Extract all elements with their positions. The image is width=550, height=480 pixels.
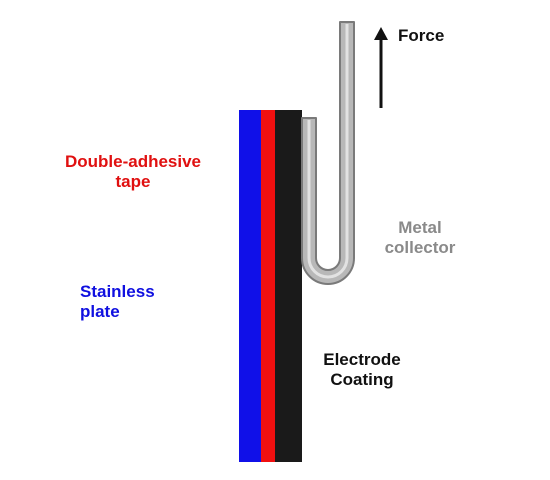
force-label: Force: [398, 26, 444, 46]
electrode-coating-label: Electrode Coating: [314, 350, 410, 390]
double-adhesive-tape-label: Double-adhesive tape: [48, 152, 218, 192]
tape-label-line1: Double-adhesive: [64, 152, 202, 171]
collector-label-line1: Metal: [398, 218, 442, 237]
collector-label-line2: collector: [384, 238, 456, 257]
electrode-coating: [275, 110, 302, 462]
adhesive-tape: [261, 110, 275, 462]
coating-label-line2: Coating: [330, 370, 394, 389]
stainless-plate: [239, 110, 261, 462]
metal-collector-highlight: [307, 24, 349, 279]
force-label-text: Force: [398, 26, 445, 45]
metal-collector: [301, 21, 355, 285]
arrow-up-icon: [374, 27, 388, 108]
stainless-plate-label: Stainless plate: [80, 282, 155, 322]
coating-label-line1: Electrode: [323, 350, 401, 369]
tape-label-line2: tape: [115, 172, 151, 191]
plate-label-line1: Stainless: [80, 282, 155, 301]
plate-label-line2: plate: [80, 302, 120, 321]
metal-collector-label: Metal collector: [374, 218, 466, 258]
